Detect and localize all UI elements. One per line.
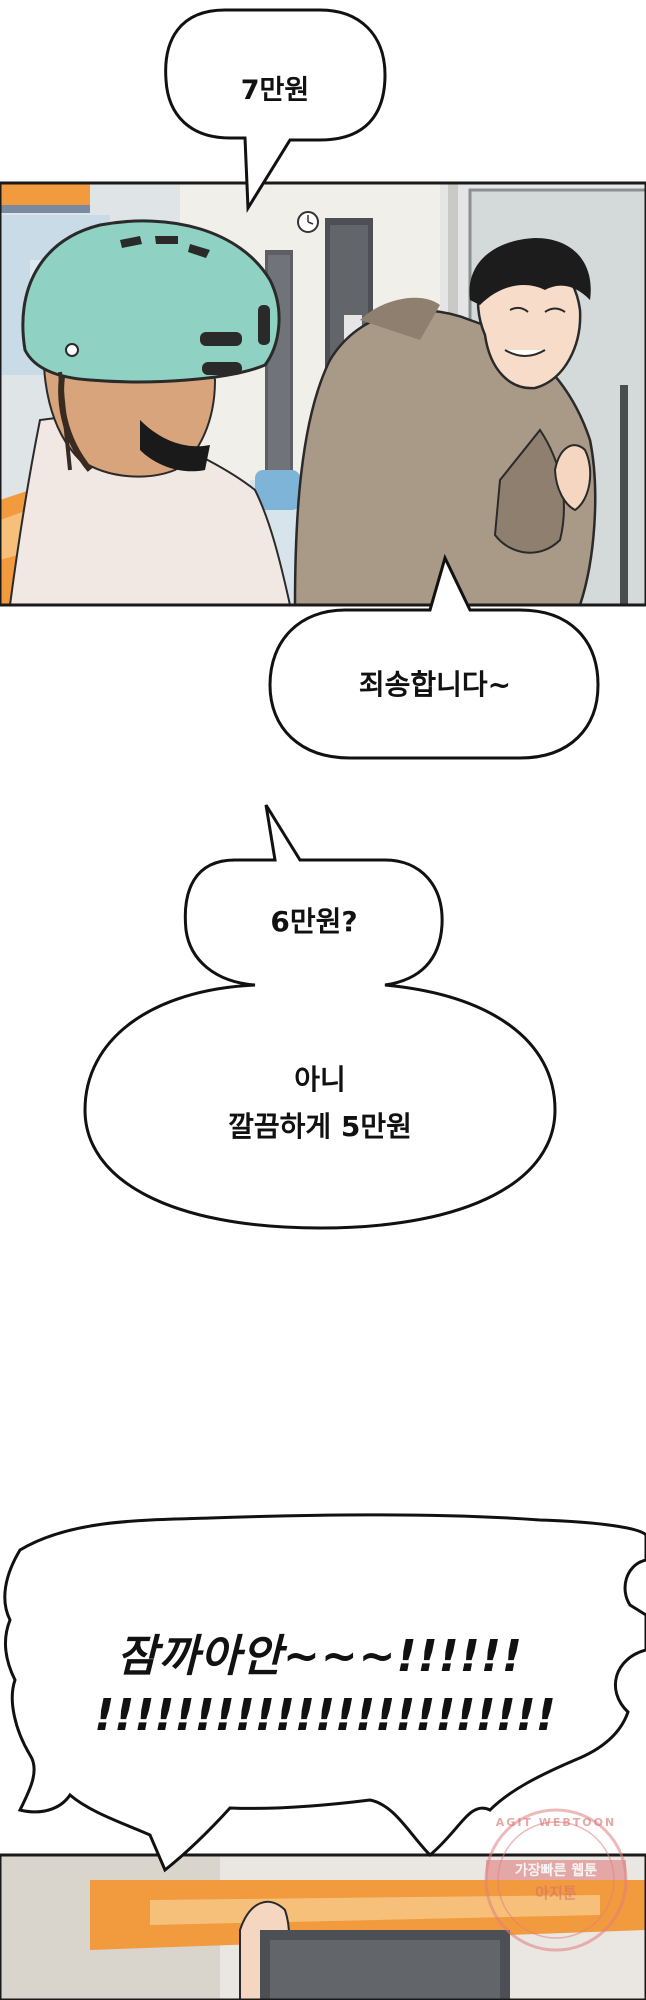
shout-text-line-2: !!!!!!!!!!!!!!!!!!!!!!! <box>94 1690 556 1741</box>
bubble-text-6-manwon: 6만원? <box>270 905 358 938</box>
watermark-arc-text: AGIT WEBTOON <box>495 1816 617 1829</box>
shout-text-line-1: 잠까아안~~~!!!!!! <box>117 1631 523 1682</box>
bubble-text-5-manwon: 깔끔하게 5만원 <box>228 1110 412 1143</box>
watermark-line-2: 아지툰 <box>535 1884 577 1902</box>
bubble-text-apology: 죄송합니다~ <box>358 668 512 701</box>
speech-bubble-1 <box>164 8 387 213</box>
speech-bubble-2 <box>268 553 600 760</box>
speech-bubble-3 <box>83 804 557 1230</box>
watermark-line-1: 가장빠른 웹툰 <box>486 1860 626 1880</box>
bubble-text-no: 아니 <box>294 1063 346 1096</box>
watermark-stamp: AGIT WEBTOON 가장빠른 웹툰 아지툰 <box>486 1810 626 1950</box>
bubble-text-7-manwon: 7만원 <box>240 75 310 106</box>
